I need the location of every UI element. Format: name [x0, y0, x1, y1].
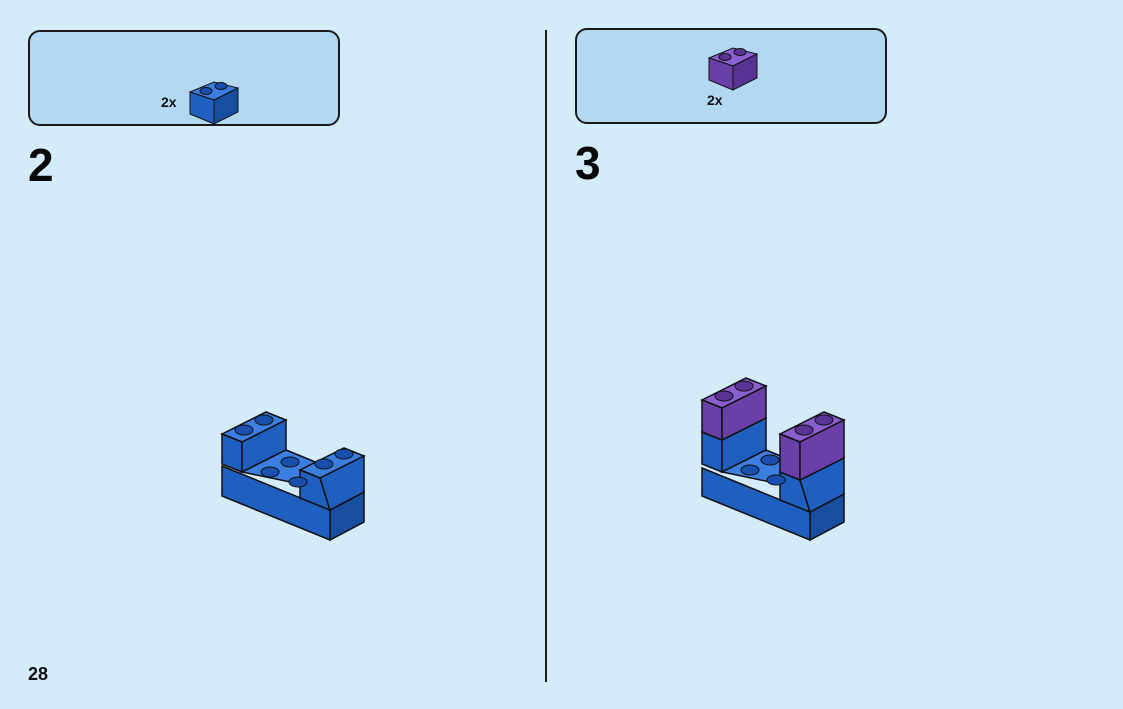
blue-brick-1x2-icon: [188, 81, 240, 125]
page-divider: [545, 30, 547, 682]
purple-brick-1x2-icon: [707, 47, 759, 91]
step-2-model-illustration: [220, 411, 366, 542]
part-quantity: 2x: [707, 92, 723, 108]
page-number: 28: [28, 664, 49, 684]
step-number: 3: [575, 137, 601, 189]
step-number: 2: [28, 139, 54, 191]
step-2-parts-callout: 2x: [28, 30, 340, 126]
step-3-parts-callout: 2x: [575, 28, 887, 124]
part-quantity: 2x: [161, 94, 177, 110]
step-3-model-illustration: [700, 377, 846, 542]
